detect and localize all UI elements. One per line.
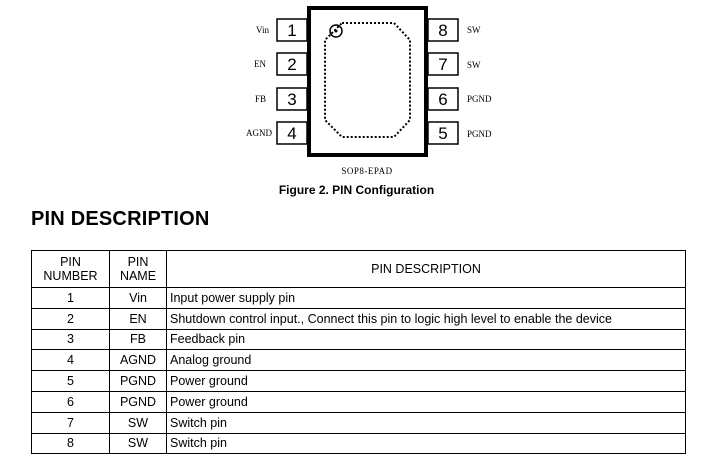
cell-description: Switch pin xyxy=(166,432,686,455)
pin1-marker-icon xyxy=(329,24,343,38)
pin-label: FB xyxy=(255,94,266,104)
cell-number: 7 xyxy=(31,411,110,434)
cell-description: Input power supply pin xyxy=(166,287,686,309)
cell-description: Power ground xyxy=(166,370,686,392)
pin-number: 1 xyxy=(287,21,296,40)
pinout-diagram: 1 Vin 2 EN 3 FB 4 AGND 8 SW 7 SW 6 PGND … xyxy=(246,6,492,176)
pin-label: AGND xyxy=(246,128,272,138)
table-header-row: PIN NUMBER PIN NAME PIN DESCRIPTION xyxy=(31,250,686,288)
pin-number: 5 xyxy=(438,124,447,143)
pin-label: SW xyxy=(467,25,481,35)
pin-label: SW xyxy=(467,60,481,70)
header-pin-description: PIN DESCRIPTION xyxy=(166,250,686,288)
pin-5: 5 PGND xyxy=(427,121,492,145)
pin-number: 4 xyxy=(287,124,296,143)
header-pin-name: PIN NAME xyxy=(109,250,167,288)
cell-name: SW xyxy=(109,432,167,455)
pin-4: 4 AGND xyxy=(246,121,308,145)
cell-name: PGND xyxy=(109,370,167,392)
pin-2: 2 EN xyxy=(254,52,308,76)
table-row: 8 SW Switch pin xyxy=(31,432,686,455)
cell-number: 5 xyxy=(31,370,110,392)
pin-number: 8 xyxy=(438,21,447,40)
table-row: 2 EN Shutdown control input., Connect th… xyxy=(31,307,686,330)
header-line: PIN xyxy=(127,255,149,269)
header-line: NAME xyxy=(119,269,157,283)
cell-description: Power ground xyxy=(166,390,686,413)
cell-number: 3 xyxy=(31,328,110,351)
pin-3: 3 FB xyxy=(255,87,308,111)
table-row: 1 Vin Input power supply pin xyxy=(31,287,686,309)
pin-number: 7 xyxy=(438,55,447,74)
table-row: 4 AGND Analog ground xyxy=(31,349,686,372)
cell-name: Vin xyxy=(109,287,167,309)
figure-caption: Figure 2. PIN Configuration xyxy=(278,183,435,197)
cell-name: EN xyxy=(109,307,167,330)
pin-label: PGND xyxy=(467,129,492,139)
pin-1: 1 Vin xyxy=(256,18,308,42)
table-row: 7 SW Switch pin xyxy=(31,411,686,434)
pin-label: Vin xyxy=(256,25,269,35)
exposed-pad xyxy=(324,22,411,138)
cell-description: Analog ground xyxy=(166,349,686,372)
cell-name: FB xyxy=(109,328,167,351)
header-line: NUMBER xyxy=(43,269,98,283)
pin-number: 2 xyxy=(287,55,296,74)
pin-description-table: PIN NUMBER PIN NAME PIN DESCRIPTION 1 Vi… xyxy=(31,250,686,455)
cell-description: Shutdown control input., Connect this pi… xyxy=(166,307,686,330)
pin-label: PGND xyxy=(467,94,492,104)
cell-number: 2 xyxy=(31,307,110,330)
header-line: PIN xyxy=(60,255,81,269)
pin-label: EN xyxy=(254,59,266,69)
pin-7: 7 SW xyxy=(427,52,481,76)
cell-name: AGND xyxy=(109,349,167,372)
cell-number: 4 xyxy=(31,349,110,372)
section-heading: PIN DESCRIPTION xyxy=(31,208,210,230)
pin-6: 6 PGND xyxy=(427,87,492,111)
cell-name: SW xyxy=(109,411,167,434)
table-row: 6 PGND Power ground xyxy=(31,390,686,413)
package-body xyxy=(307,6,428,157)
cell-number: 8 xyxy=(31,432,110,455)
cell-number: 6 xyxy=(31,390,110,413)
table-row: 3 FB Feedback pin xyxy=(31,328,686,351)
cell-description: Feedback pin xyxy=(166,328,686,351)
pin-number: 6 xyxy=(438,90,447,109)
table-row: 5 PGND Power ground xyxy=(31,370,686,392)
pin-number: 3 xyxy=(287,90,296,109)
package-name: SOP8-EPAD xyxy=(341,166,392,176)
header-pin-number: PIN NUMBER xyxy=(31,250,110,288)
cell-name: PGND xyxy=(109,390,167,413)
cell-description: Switch pin xyxy=(166,411,686,434)
cell-number: 1 xyxy=(31,287,110,309)
pin-8: 8 SW xyxy=(427,18,481,42)
